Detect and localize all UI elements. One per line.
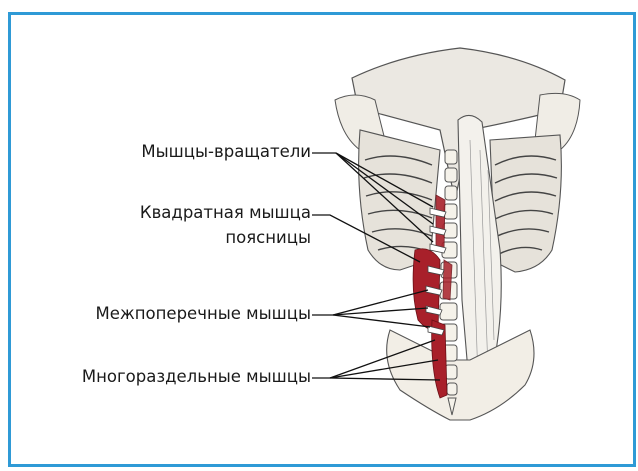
label-rotatores: Мышцы-вращатели <box>60 142 311 161</box>
label-quadratus-line2: поясницы <box>60 228 311 247</box>
rotatores-muscle <box>436 195 445 250</box>
pelvis <box>387 330 534 420</box>
label-multifidus: Многораздельные мышцы <box>20 367 311 386</box>
label-quadratus-line1: Квадратная мышца <box>60 203 311 222</box>
label-intertransversarii: Межпоперечные мышцы <box>20 304 311 323</box>
